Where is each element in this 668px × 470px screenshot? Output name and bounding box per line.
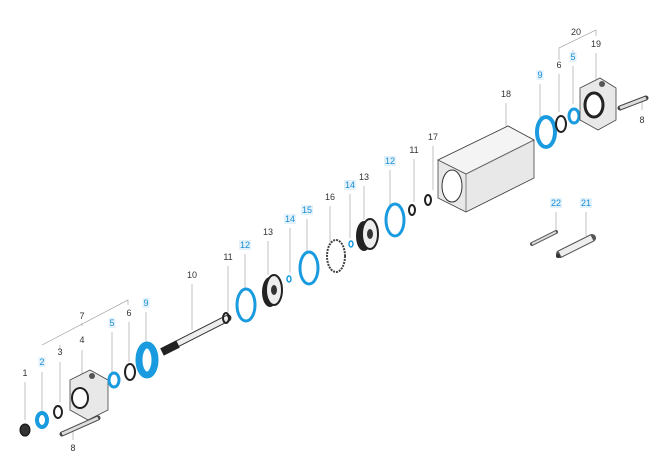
part-1-nut (19, 423, 31, 437)
part-12-seal (235, 287, 257, 323)
label-18: 18 (500, 89, 512, 99)
label-8-b: 8 (639, 115, 645, 125)
part-14-o-ring-2 (348, 240, 354, 248)
label-20: 20 (570, 27, 582, 37)
label-6: 6 (126, 308, 132, 318)
label-14-b: 14 (343, 180, 357, 190)
label-5-b: 5 (569, 52, 577, 62)
label-10: 10 (186, 270, 198, 280)
part-15-seal (298, 250, 320, 286)
part-11-ring-2 (408, 204, 416, 216)
part-3-bushing (53, 405, 63, 419)
part-13-piston (262, 274, 283, 307)
label-4: 4 (79, 335, 85, 345)
part-16-wear-ring (326, 239, 346, 273)
part-9-seal-2 (535, 115, 557, 149)
part-18-barrel (437, 125, 535, 213)
label-15: 15 (300, 205, 314, 215)
part-12-seal-2 (384, 202, 406, 238)
part-10-piston-rod (160, 314, 232, 356)
label-16: 16 (324, 192, 336, 202)
part-14-o-ring (286, 275, 292, 283)
part-9-seal (135, 341, 159, 379)
label-8: 8 (70, 443, 76, 453)
label-11-b: 11 (409, 145, 419, 155)
part-21-grease-tube (556, 234, 596, 258)
part-13-piston-2 (356, 218, 379, 251)
label-2: 2 (38, 357, 46, 367)
label-19: 19 (590, 39, 602, 49)
label-7: 7 (79, 311, 85, 321)
part-19-end-cap (579, 77, 617, 131)
part-5-seal (107, 371, 121, 389)
label-3: 3 (57, 347, 63, 357)
part-6-o-ring (124, 363, 136, 381)
label-12-b: 12 (383, 156, 397, 166)
part-5-seal-2 (567, 107, 581, 125)
label-12: 12 (238, 240, 252, 250)
label-13: 13 (262, 227, 274, 237)
part-6-o-ring-2 (555, 115, 567, 133)
label-9: 9 (142, 298, 150, 308)
part-17-ring (424, 194, 432, 206)
label-13-b: 13 (358, 172, 370, 182)
label-14: 14 (283, 214, 297, 224)
label-11: 11 (223, 252, 233, 262)
part-8-tie-rod-screw (59, 415, 101, 437)
part-4-end-cap (69, 369, 109, 421)
label-1: 1 (22, 368, 28, 378)
leader-lines (24, 29, 643, 440)
label-9-b: 9 (536, 70, 544, 80)
label-17: 17 (427, 132, 439, 142)
part-11-ring (222, 312, 230, 324)
part-22-pin (530, 230, 558, 246)
part-2-seal (35, 411, 49, 429)
part-8-tie-rod-screw-2 (617, 95, 649, 111)
label-6-b: 6 (556, 60, 562, 70)
label-21: 21 (579, 198, 593, 208)
label-22: 22 (549, 198, 563, 208)
label-5: 5 (108, 318, 116, 328)
